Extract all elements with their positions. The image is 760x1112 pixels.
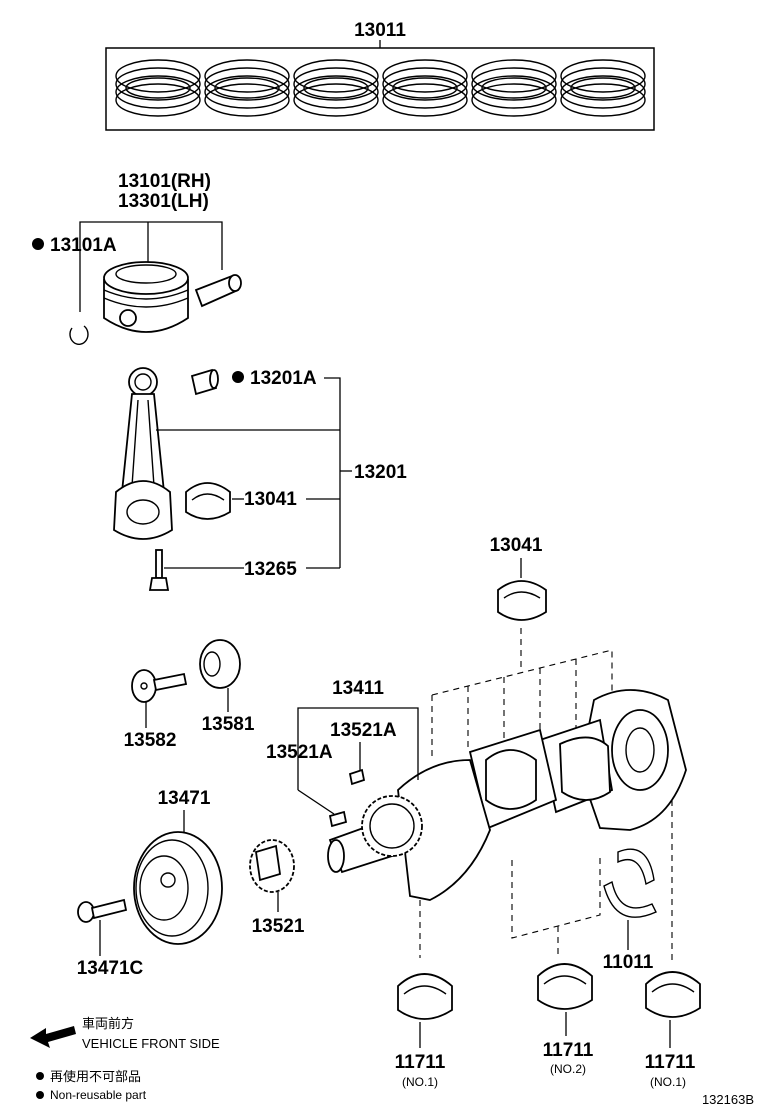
crank-key-upper[interactable]: [348, 768, 366, 786]
nonreusable-legend-icon-2: [36, 1091, 44, 1099]
main-bearing-3-group: 11711 (NO.1): [645, 971, 701, 1089]
legend: 車両前方 VEHICLE FRONT SIDE 再使用不可部品 Non-reus…: [30, 1016, 754, 1107]
label-13582[interactable]: 13582: [124, 730, 177, 751]
crank-bearing-upper-group: 13041: [490, 535, 547, 621]
timing-gear-group: 13521: [249, 839, 305, 937]
crank-bearing-upper[interactable]: [497, 580, 547, 621]
label-13411[interactable]: 13411: [332, 678, 384, 699]
label-13471c[interactable]: 13471C: [77, 958, 144, 979]
label-13581[interactable]: 13581: [202, 714, 255, 735]
diagram-code: 132163B: [702, 1092, 754, 1107]
main-bearing-2-group: 11711 (NO.2): [537, 963, 594, 1076]
label-13301-lh[interactable]: 13301(LH): [118, 191, 209, 212]
label-13011[interactable]: 13011: [354, 20, 406, 41]
main-bearing-1-group: 11711 (NO.1): [395, 973, 453, 1089]
legend-front-jp: 車両前方: [82, 1016, 134, 1031]
label-13521a-lower[interactable]: 13521A: [266, 742, 333, 763]
label-13265[interactable]: 13265: [244, 559, 297, 580]
ring-set-box: [105, 47, 655, 131]
piston-ring-set-group: 13011: [105, 20, 655, 131]
thrust-washer-group: 11011: [603, 848, 657, 973]
crank-pulley-group: 13471 13471C: [77, 788, 223, 979]
label-13201[interactable]: 13201: [354, 462, 407, 483]
nonreusable-marker-icon: [32, 238, 44, 250]
main-bearing-3[interactable]: [645, 971, 701, 1018]
piston[interactable]: [103, 261, 189, 333]
crank-position-plate[interactable]: [199, 639, 241, 689]
legend-front-en: VEHICLE FRONT SIDE: [82, 1036, 220, 1051]
crankshaft[interactable]: [327, 689, 687, 901]
label-13521a-upper[interactable]: 13521A: [330, 720, 397, 741]
conrod-bolt[interactable]: [148, 549, 170, 591]
pulley-bolt[interactable]: [77, 898, 128, 923]
thrust-washer[interactable]: [603, 848, 657, 918]
piston-group: 13101(RH) 13301(LH) 13101A: [32, 171, 242, 345]
nonreusable-legend-icon: [36, 1072, 44, 1080]
label-13201a[interactable]: 13201A: [250, 368, 317, 389]
crank-timing-gear[interactable]: [361, 795, 423, 857]
crank-position-group: 13582 13581: [124, 639, 255, 751]
label-11711-no1-right-sub: (NO.1): [650, 1075, 686, 1089]
connecting-rod[interactable]: [113, 367, 173, 540]
main-bearing-2[interactable]: [537, 963, 593, 1010]
label-13101-rh[interactable]: 13101(RH): [118, 171, 211, 192]
piston-rings[interactable]: [115, 59, 646, 117]
legend-nonreusable-en: Non-reusable part: [50, 1088, 147, 1102]
crank-pulley[interactable]: [133, 831, 223, 945]
label-13471[interactable]: 13471: [158, 788, 211, 809]
crank-key-group: 13411 13521A 13521A: [266, 678, 419, 828]
crank-position-bolt[interactable]: [131, 669, 188, 703]
label-11711-no1-right[interactable]: 11711: [645, 1052, 696, 1073]
label-11711-no1-sub: (NO.1): [402, 1075, 438, 1089]
label-11011[interactable]: 11011: [603, 952, 654, 973]
piston-pin-clip[interactable]: [69, 325, 89, 345]
label-13521[interactable]: 13521: [252, 916, 305, 937]
label-11711-no2-sub: (NO.2): [550, 1062, 586, 1076]
label-13101a[interactable]: 13101A: [50, 235, 117, 256]
conrod-bearing[interactable]: [185, 482, 231, 520]
front-arrow-icon: [30, 1026, 76, 1048]
connecting-rod-group: 13201A 13041 13265 13201: [113, 367, 407, 591]
piston-pin[interactable]: [194, 274, 242, 308]
nonreusable-marker-icon: [232, 371, 244, 383]
label-13041-crank[interactable]: 13041: [490, 535, 543, 556]
label-13041-conrod[interactable]: 13041: [244, 489, 297, 510]
timing-gear[interactable]: [249, 839, 295, 893]
conrod-bushing[interactable]: [190, 368, 219, 396]
label-11711-no1[interactable]: 11711: [395, 1052, 446, 1073]
main-bearing-1[interactable]: [397, 973, 453, 1020]
legend-nonreusable-jp: 再使用不可部品: [50, 1069, 141, 1084]
crank-key-lower[interactable]: [328, 810, 348, 828]
label-11711-no2[interactable]: 11711: [543, 1040, 594, 1061]
